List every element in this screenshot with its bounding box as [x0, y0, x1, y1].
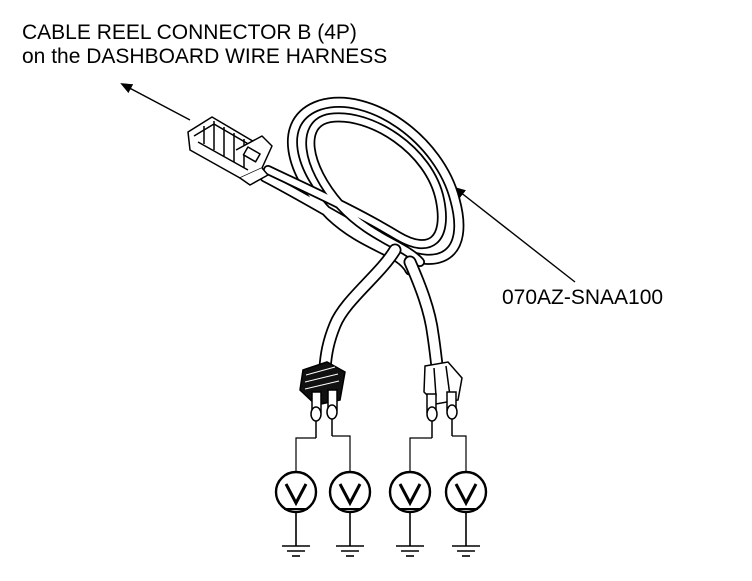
connector-4p-icon [187, 116, 273, 186]
ground-icon [336, 512, 364, 557]
tool-leader-arrow [453, 186, 576, 283]
ground-icon [452, 512, 480, 557]
voltmeter-icon [274, 470, 318, 514]
tool-part-number: 070AZ-SNAA100 [502, 286, 664, 309]
right-plug-pair [423, 361, 463, 438]
left-plug-pair [299, 361, 346, 438]
ground-icon [282, 512, 310, 557]
connector-label-line1: CABLE REEL CONNECTOR B (4P) [22, 21, 357, 44]
connector-label-line2: on the DASHBOARD WIRE HARNESS [22, 45, 388, 68]
ground-icon [396, 512, 424, 557]
voltmeter-icon [328, 470, 372, 514]
harness-cable [259, 96, 465, 375]
meter-leads [295, 435, 467, 472]
voltmeter-icon [388, 470, 432, 514]
connector-leader-arrow [120, 83, 191, 121]
voltmeter-icon [444, 470, 488, 514]
